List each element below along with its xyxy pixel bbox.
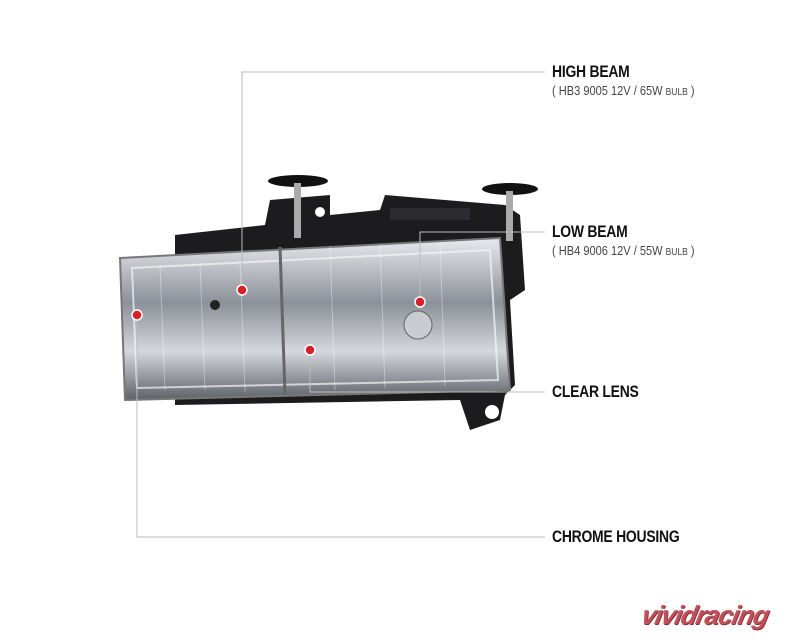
callout-clear-lens: CLEAR LENS bbox=[552, 382, 658, 402]
chrome-housing-leader bbox=[136, 315, 545, 538]
mount-hole bbox=[485, 405, 499, 419]
callout-low-beam: LOW BEAM ( HB4 9006 12V / 55W BULB ) bbox=[552, 222, 720, 258]
chrome-housing-marker bbox=[131, 309, 143, 321]
callout-spec: ( HB4 9006 12V / 55W BULB ) bbox=[552, 243, 695, 258]
adjuster-knob-left bbox=[268, 175, 328, 238]
callout-title: CLEAR LENS bbox=[552, 382, 639, 401]
brand-logo: vividracing bbox=[638, 600, 772, 630]
callout-title: HIGH BEAM bbox=[552, 62, 630, 81]
callout-chrome-housing: CHROME HOUSING bbox=[552, 527, 707, 547]
callout-title: CHROME HOUSING bbox=[552, 527, 680, 546]
callout-spec: ( HB3 9005 12V / 65W BULB ) bbox=[552, 83, 695, 98]
clear-lens-leader bbox=[309, 350, 545, 393]
high-beam-leader bbox=[241, 71, 545, 290]
high-beam-marker bbox=[236, 284, 248, 296]
adjuster-knob-right bbox=[482, 183, 538, 241]
callout-title: LOW BEAM bbox=[552, 222, 628, 241]
low-beam-marker bbox=[414, 296, 426, 308]
clear-lens-marker bbox=[304, 344, 316, 356]
callout-high-beam: HIGH BEAM ( HB3 9005 12V / 65W BULB ) bbox=[552, 62, 720, 98]
low-beam-leader bbox=[419, 231, 545, 302]
clear-lens bbox=[118, 236, 512, 402]
